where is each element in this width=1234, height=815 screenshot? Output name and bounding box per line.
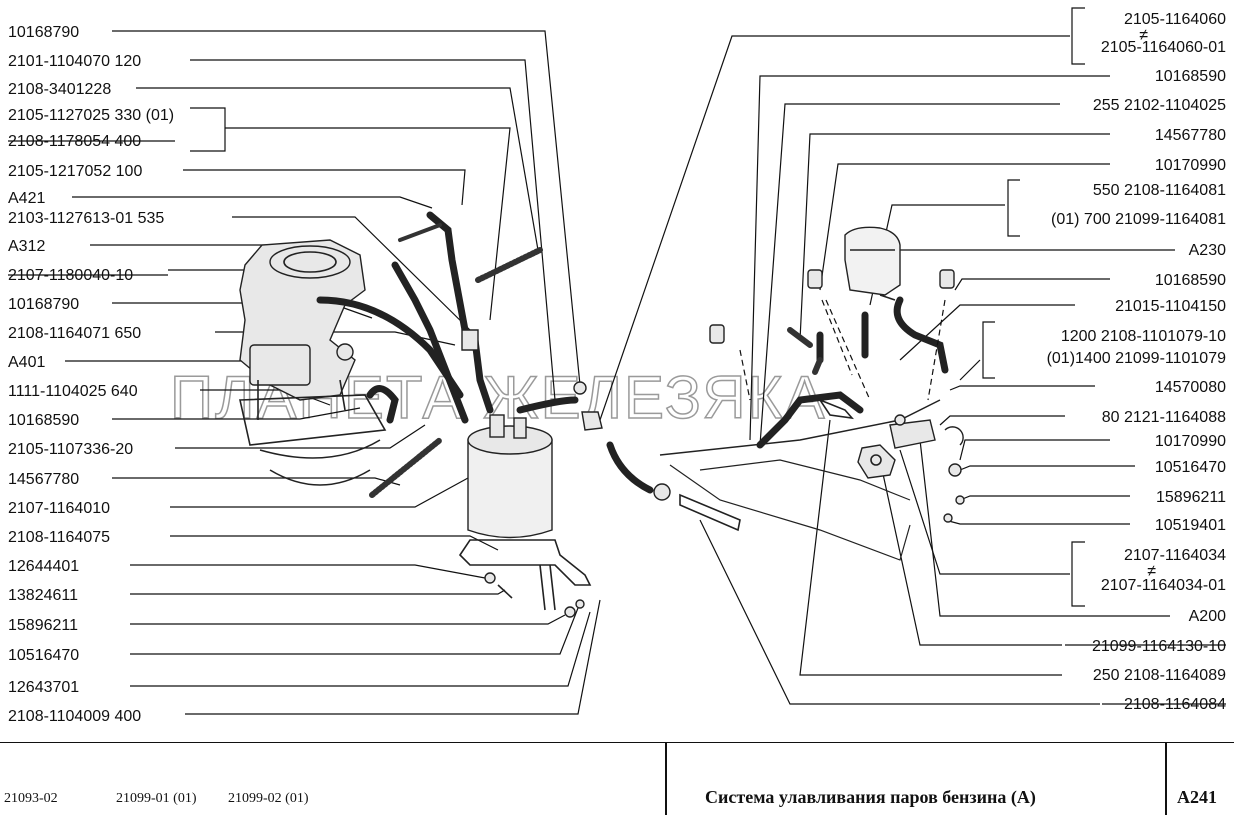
right-label: 10516470 [1155,459,1226,476]
right-label: A200 [1189,608,1226,625]
title-block: 21093-02 21099-01 (01) 21099-02 (01) Сис… [0,742,1234,815]
left-label: 12644401 [8,558,79,575]
left-labels: 10168790 2101-1104070 120 2108-3401228 2… [8,24,226,725]
left-label: 15896211 [8,617,78,634]
left-label: 10516470 [8,647,79,664]
diagram-code: A241 [1177,787,1217,807]
bracket [190,107,226,152]
right-label: 21015-1104150 [1115,298,1226,315]
right-label: 10168590 [1155,68,1226,85]
bracket [1071,541,1085,607]
right-label: 2105-1164060-01 [1101,39,1226,56]
left-label: 10168790 [8,296,79,313]
right-label: ≠ [1147,563,1156,580]
left-label: 1111-1104025 640 [8,383,138,400]
divider [665,743,667,815]
left-label: 10168590 [8,412,79,429]
left-label: 2108-1164071 650 [8,325,141,342]
model-code: 21093-02 [4,791,58,806]
right-label: 255 2102-1104025 [1093,97,1226,114]
diagram-title: Система улавливания паров бензина (A) [705,787,1036,807]
right-label: 21099-1164130-10 [1092,638,1226,655]
model-code: 21099-02 (01) [228,791,309,806]
right-label: 15896211 [1156,489,1226,506]
right-label: 10168590 [1155,272,1226,289]
left-label: 12643701 [8,679,79,696]
left-hoses [316,211,579,498]
left-label: A421 [8,190,45,207]
right-label: (01)1400 21099-1101079 [1047,350,1227,367]
right-label: 2107-1164034-01 [1101,577,1226,594]
left-label: A312 [8,238,45,255]
right-label: (01) 700 21099-1164081 [1051,211,1226,228]
right-label: 80 2121-1164088 [1102,409,1226,426]
right-label: ≠ [1139,27,1148,44]
left-label: 2101-1104070 120 [8,53,141,70]
right-label: 10170990 [1155,157,1226,174]
separator-tank-assembly [606,226,965,561]
bracket [1007,179,1020,237]
right-label: 2105-1164060 [1124,11,1226,28]
right-label: 250 2108-1164089 [1093,667,1226,684]
left-label: 13824611 [8,587,78,604]
right-label: 1200 2108-1101079-10 [1061,328,1226,345]
right-leader-lines [599,35,1175,705]
left-label: 2108-1164075 [8,529,110,546]
model-code: 21099-01 (01) [116,791,197,806]
right-labels: 2105-1164060 ≠ 2105-1164060-01 10168590 … [982,7,1227,713]
divider [1165,743,1167,815]
fuel-vapor-canister [458,381,603,618]
right-label: 10519401 [1155,517,1226,534]
left-label: 2105-1217052 100 [8,163,142,180]
left-label: 2108-3401228 [8,81,111,98]
parts-diagram: ПЛАНЕТА ЖЕЛЕЗЯКА 10168790 2101-1104070 1… [8,7,1227,725]
right-label: 550 2108-1164081 [1093,182,1226,199]
right-label: 10170990 [1155,433,1226,450]
left-leader-lines [65,30,601,715]
left-label: 10168790 [8,24,79,41]
left-label: 2108-1104009 400 [8,708,141,725]
left-label: 2107-1164010 [8,500,110,517]
left-label: 2105-1127025 330 (01) [8,107,174,124]
bracket [982,321,995,379]
right-label: 14570080 [1155,379,1226,396]
left-label: 2105-1107336-20 [8,441,133,458]
left-label: A401 [8,354,45,371]
right-label: 2107-1164034 [1124,547,1226,564]
bracket [1071,7,1085,65]
right-label: 14567780 [1155,127,1226,144]
right-label: A230 [1189,242,1226,259]
carburetor-assembly [239,239,387,486]
left-label: 2103-1127613-01 535 [8,210,164,227]
left-label: 14567780 [8,471,79,488]
